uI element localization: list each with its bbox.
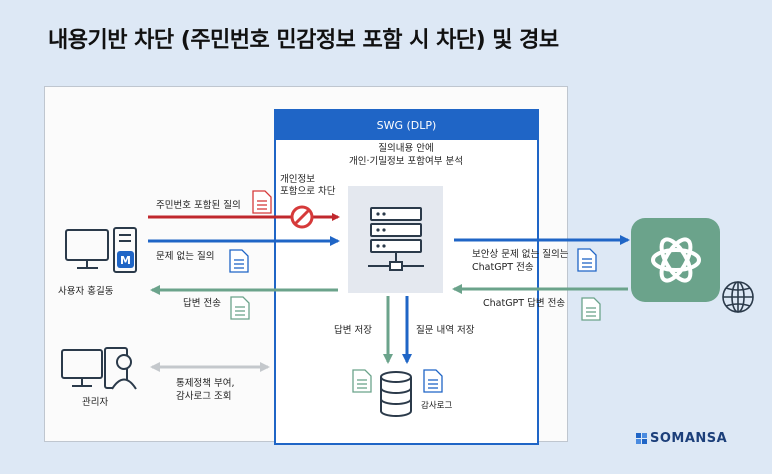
block-note-line1: 개인정보	[280, 174, 315, 185]
admin-flow-line2: 감사로그 조회	[176, 391, 232, 402]
user-label: 사용자 홍길동	[58, 286, 114, 297]
chatgpt-box	[631, 218, 720, 302]
document-icon-green-chatgpt	[581, 297, 601, 321]
chatgpt-logo-icon	[651, 237, 701, 283]
audit-log-label: 감사로그	[421, 401, 453, 411]
user-computer-icon	[65, 227, 137, 273]
admin-computer-icon	[61, 347, 137, 390]
swg-desc-line1: 질의내용 안에	[378, 143, 434, 154]
from-chatgpt-label: ChatGPT 답변 전송	[483, 298, 566, 309]
swg-description: 질의내용 안에 개인·기밀정보 포함여부 분석	[318, 142, 494, 168]
block-note: 개인정보 포함으로 차단	[280, 174, 335, 198]
admin-flow-label: 통제정책 부여, 감사로그 조회	[176, 377, 234, 403]
brand-name: SOMANSA	[650, 431, 728, 446]
document-icon-red	[252, 190, 272, 214]
user-badge-icon	[117, 251, 134, 268]
document-icon-blue-chatgpt	[577, 248, 597, 272]
to-chatgpt-label: 보안상 문제 없는 질의는 ChatGPT 전송	[472, 248, 568, 274]
answer-return-label: 답변 전송	[183, 298, 221, 309]
block-icon	[290, 205, 314, 229]
globe-icon	[722, 281, 754, 313]
document-icon-blue	[229, 249, 249, 273]
server-icon	[368, 207, 424, 271]
document-icon-blue-db	[423, 369, 443, 393]
svg-text:M: M	[120, 254, 131, 267]
clean-query-label: 문제 없는 질의	[156, 251, 215, 262]
swg-header: SWG (DLP)	[276, 111, 537, 140]
to-chatgpt-line2: ChatGPT 전송	[472, 262, 534, 273]
answer-store-label: 답변 저장	[334, 325, 372, 336]
document-icon-green	[230, 296, 250, 320]
to-chatgpt-line1: 보안상 문제 없는 질의는	[472, 249, 569, 260]
document-icon-green-db	[352, 369, 372, 393]
swg-desc-line2: 개인·기밀정보 포함여부 분석	[349, 156, 463, 167]
database-icon	[380, 371, 412, 417]
page-title: 내용기반 차단 (주민번호 민감정보 포함 시 차단) 및 경보	[48, 28, 559, 53]
query-store-label: 질문 내역 저장	[416, 325, 475, 336]
pii-query-label: 주민번호 포함된 질의	[156, 200, 241, 211]
block-note-line2: 포함으로 차단	[280, 186, 336, 197]
admin-label: 관리자	[82, 397, 109, 408]
somansa-logo-icon	[636, 433, 647, 444]
admin-flow-line1: 통제정책 부여,	[176, 378, 235, 389]
